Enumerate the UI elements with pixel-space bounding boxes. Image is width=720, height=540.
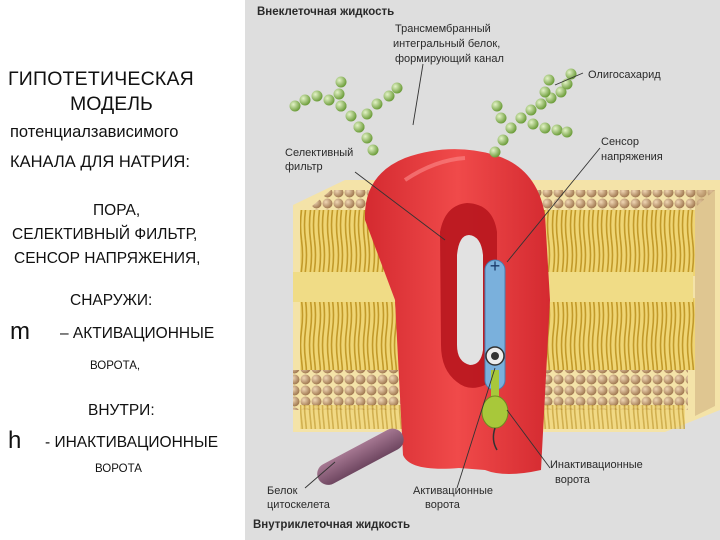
oligosaccharide-bead [361,108,373,120]
oligosaccharide-bead [371,98,383,110]
oligosaccharide-bead [361,132,373,144]
oligosaccharide-bead [543,74,555,86]
outside-heading: СНАРУЖИ: [70,292,153,309]
activation-gate [485,346,505,366]
selective-filter-label-2: фильтр [285,161,323,173]
oligosaccharide-bead [323,94,335,106]
oligosaccharide-bead [333,88,345,100]
channel-protein [364,149,550,474]
oligosaccharide-bead [535,98,547,110]
oligosaccharide-bead [335,100,347,112]
oligosaccharide-bead [495,112,507,124]
channel-diagram: + − Внеклеточная жидкость Трансмембранны… [245,0,720,540]
activation-gate-label-1: Активационные [413,485,493,497]
inactivation-gate-label-2: ворота [555,474,591,486]
h-letter: h [8,427,22,454]
inactivation-gate [481,370,509,451]
oligosaccharide-bead [527,118,539,130]
oligosaccharide-bead [289,100,301,112]
oligosaccharide-bead [311,90,323,102]
oligosaccharide-bead [539,86,551,98]
title-line-2: МОДЕЛЬ [70,93,153,115]
oligosaccharide-bead [299,94,311,106]
oligosaccharide-label: Олигосахарид [588,69,661,81]
voltage-sensor-label-1: Сенсор [601,136,639,148]
plus-sign: + [490,256,501,276]
intracellular-label: Внутриклеточная жидкость [253,519,410,531]
m-letter: m [10,318,30,345]
component-filter: СЕЛЕКТИВНЫЙ ФИЛЬТР, [12,226,198,243]
component-sensor: СЕНСОР НАПРЯЖЕНИЯ, [14,250,201,267]
title-line-1: ГИПОТЕТИЧЕСКАЯ [8,68,194,90]
inactivation-gate-label-1: Инактивационные [550,459,643,471]
oligosaccharide-bead [391,82,403,94]
transmembrane-label-3: формирующий канал [395,53,504,65]
m-gates-word: ВОРОТА, [90,360,141,372]
oligosaccharide-bead [561,126,573,138]
oligosaccharide-bead [367,144,379,156]
oligosaccharide-bead [555,86,567,98]
oligosaccharide-bead [489,146,501,158]
transmembrane-label-1: Трансмембранный [395,23,491,35]
m-gates-text: – АКТИВАЦИОННЫЕ [60,325,215,342]
activation-gate-label-2: ворота [425,499,461,511]
transmembrane-label-2: интегральный белок, [393,38,500,50]
component-pore: ПОРА, [93,202,141,219]
oligosaccharide-bead [491,100,503,112]
oligosaccharide-bead [497,134,509,146]
oligosaccharide-bead [383,90,395,102]
cytoskeleton-label-1: Белок [267,485,298,497]
selective-filter-label-1: Селективный [285,147,353,159]
oligosaccharide-bead [539,122,551,134]
leader-lines [304,63,601,489]
title-line-3: потенциалзависимого [10,123,179,141]
channel-figure: + − Внеклеточная жидкость Трансмембранны… [245,0,720,540]
extracellular-label: Внеклеточная жидкость [257,6,394,18]
h-gates-word: ВОРОТА [95,463,142,475]
cytoskeleton-label-2: цитоскелета [267,499,331,511]
oligosaccharide-bead [525,104,537,116]
voltage-sensor-label-2: напряжения [601,151,663,163]
inside-heading: ВНУТРИ: [88,402,155,419]
oligosaccharide-chains [289,68,577,158]
oligosaccharide-bead [345,110,357,122]
cytoskeleton-protein [317,428,404,485]
oligosaccharide-bead [515,112,527,124]
oligosaccharide-bead [505,122,517,134]
oligosaccharide-bead [551,124,563,136]
oligosaccharide-bead [335,76,347,88]
left-text-panel: ГИПОТЕТИЧЕСКАЯ МОДЕЛЬ потенциалзависимог… [0,0,245,540]
title-line-4: КАНАЛА ДЛЯ НАТРИЯ: [10,153,190,171]
oligosaccharide-bead [353,121,365,133]
h-gates-text: - ИНАКТИВАЦИОННЫЕ [45,434,219,451]
